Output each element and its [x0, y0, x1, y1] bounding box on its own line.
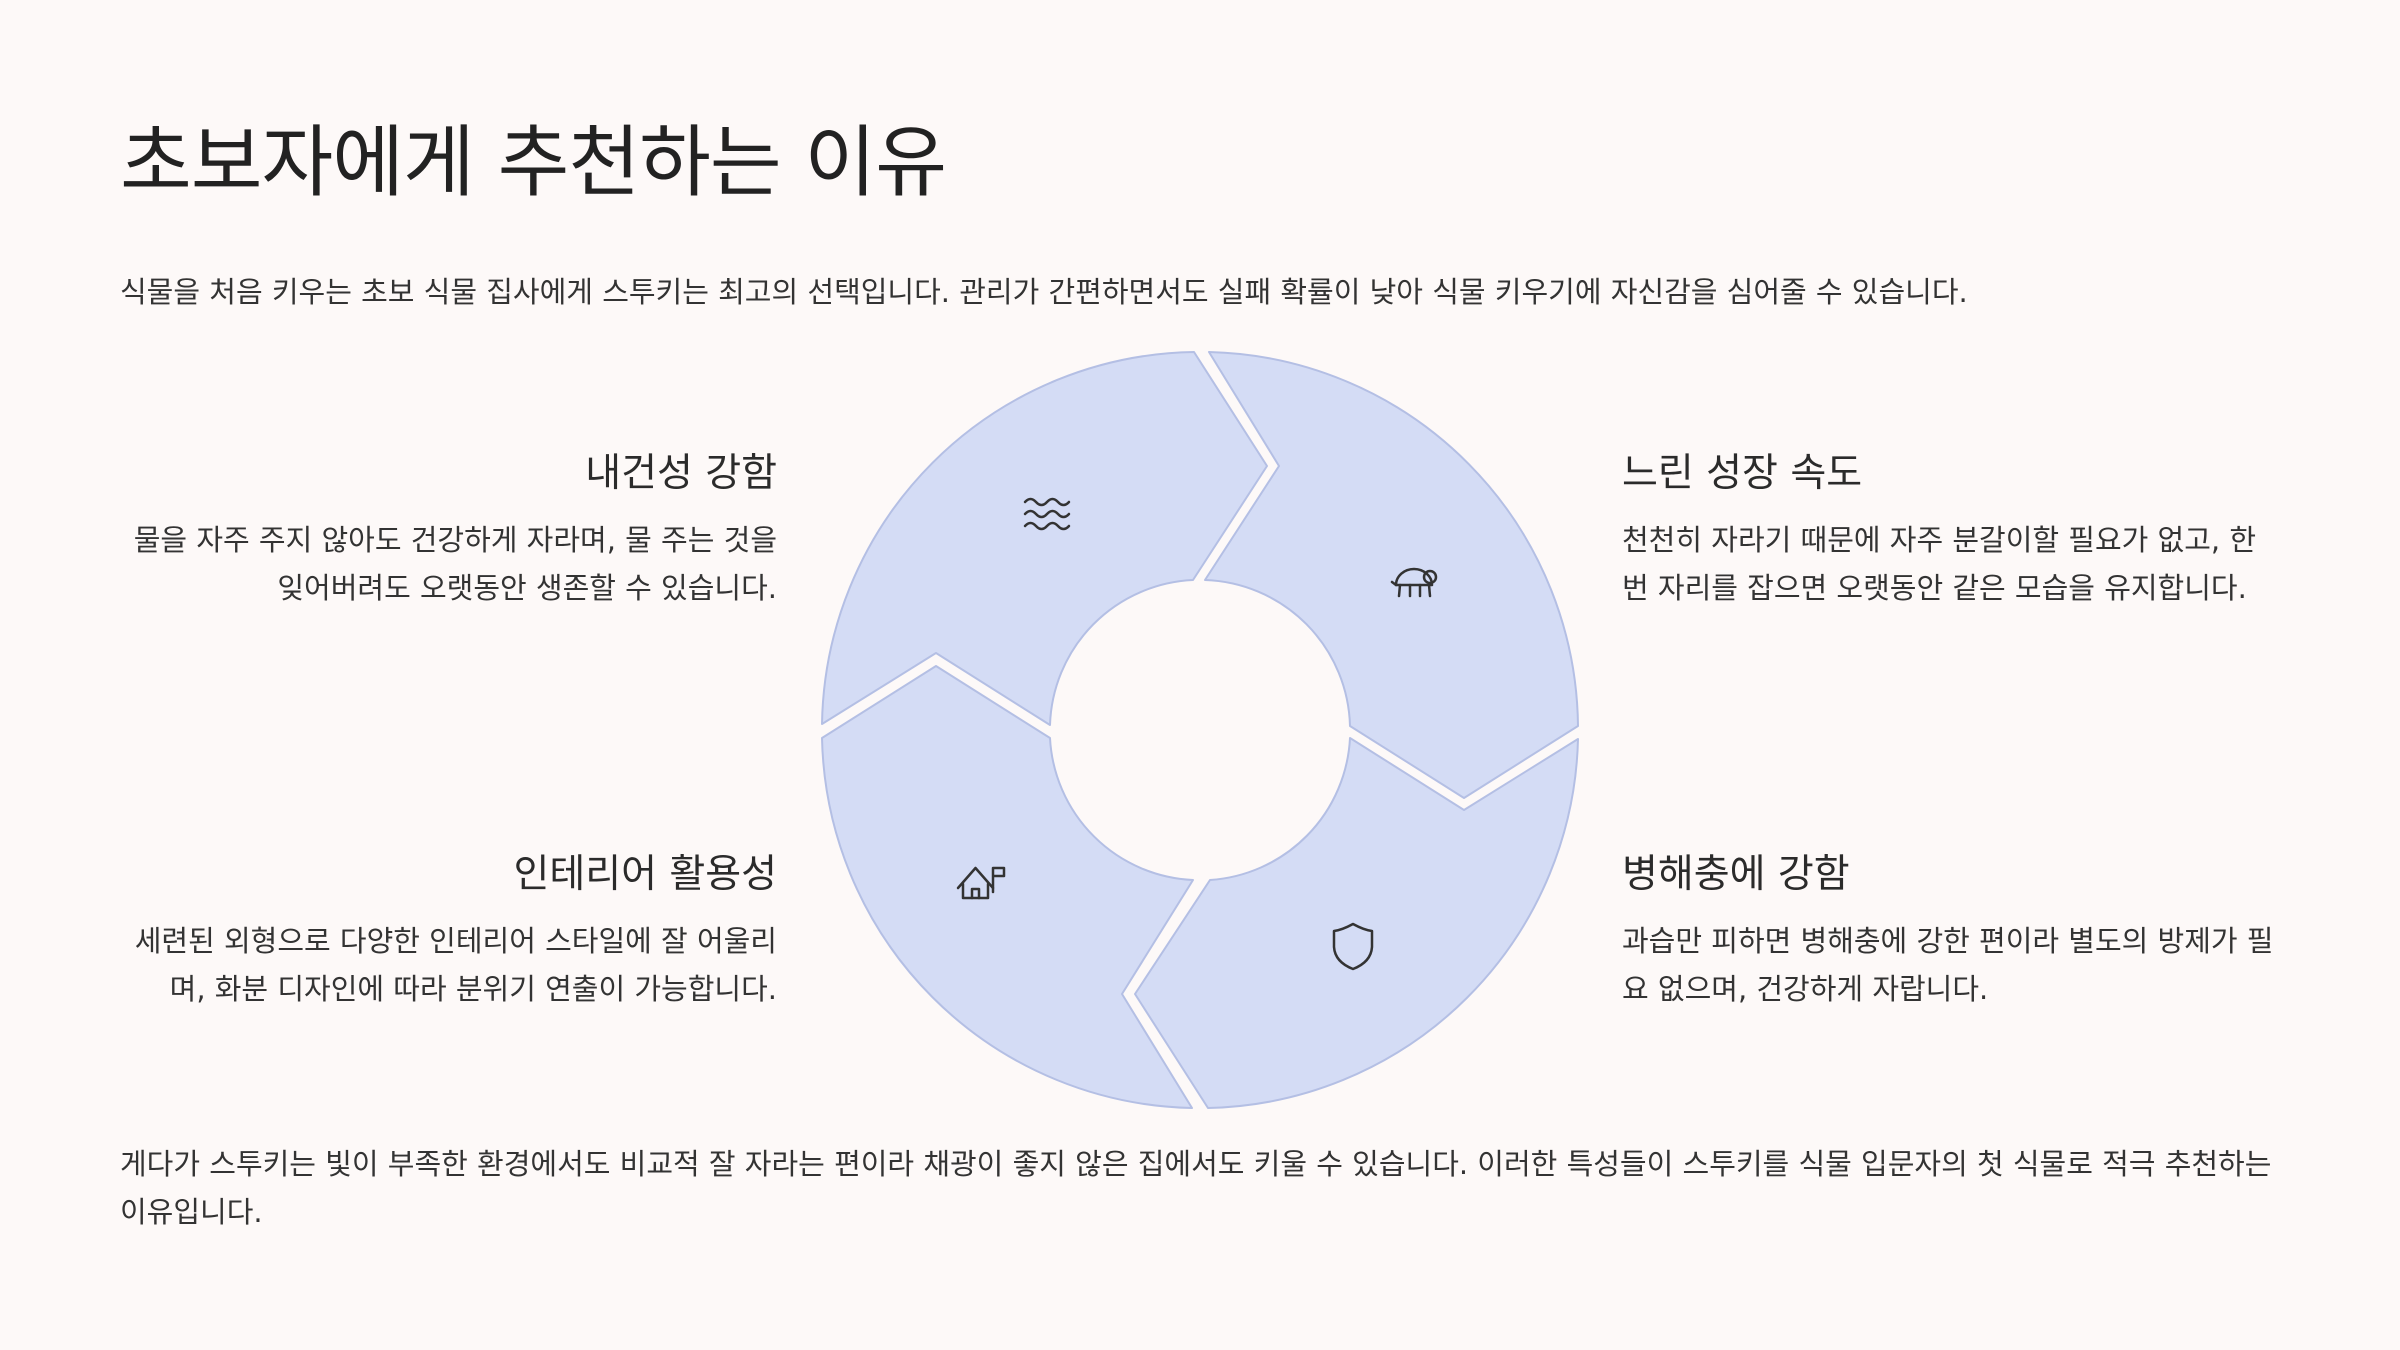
- feature-description: 천천히 자라기 때문에 자주 분갈이할 필요가 없고, 한 번 자리를 잡으면 …: [1622, 523, 2257, 605]
- feature-slow-growth: 느린 성장 속도 천천히 자라기 때문에 자주 분갈이할 필요가 없고, 한 번…: [1622, 442, 2282, 612]
- cycle-segment-bottom-right: [1134, 737, 1579, 1109]
- shield-icon: [1332, 922, 1374, 971]
- feature-interior: 인테리어 활용성 세련된 외형으로 다양한 인테리어 스타일에 잘 어울리며, …: [117, 843, 777, 1013]
- feature-drought-tolerance: 내건성 강함 물을 자주 주지 않아도 건강하게 자라며, 물 주는 것을 잊어…: [117, 442, 777, 612]
- house-flag-icon: [956, 866, 1006, 900]
- feature-title: 병해충에 강함: [1622, 852, 1850, 897]
- water-waves-icon: [1023, 497, 1071, 531]
- feature-title: 내건성 강함: [585, 451, 777, 496]
- cycle-segment-top-left: [821, 351, 1268, 726]
- cycle-segment-bottom-left: [821, 665, 1194, 1109]
- feature-pest-resistance: 병해충에 강함 과습만 피하면 병해충에 강한 편이라 별도의 방제가 필요 없…: [1622, 843, 2282, 1013]
- cycle-segment-top-right: [1204, 351, 1579, 799]
- feature-title: 느린 성장 속도: [1622, 451, 1863, 496]
- turtle-icon: [1390, 567, 1438, 598]
- conclusion-paragraph: 게다가 스투키는 빛이 부족한 환경에서도 비교적 잘 자라는 편이라 채광이 …: [120, 1147, 2272, 1229]
- feature-description: 세련된 외형으로 다양한 인테리어 스타일에 잘 어울리며, 화분 디자인에 따…: [134, 924, 777, 1006]
- feature-description: 과습만 피하면 병해충에 강한 편이라 별도의 방제가 필요 없으며, 건강하게…: [1622, 924, 2274, 1006]
- feature-description: 물을 자주 주지 않아도 건강하게 자라며, 물 주는 것을 잊어버려도 오랫동…: [133, 523, 777, 605]
- intro-paragraph: 식물을 처음 키우는 초보 식물 집사에게 스투키는 최고의 선택입니다. 관리…: [120, 275, 1968, 309]
- feature-title: 인테리어 활용성: [513, 852, 777, 897]
- page-title: 초보자에게 추천하는 이유: [120, 118, 947, 208]
